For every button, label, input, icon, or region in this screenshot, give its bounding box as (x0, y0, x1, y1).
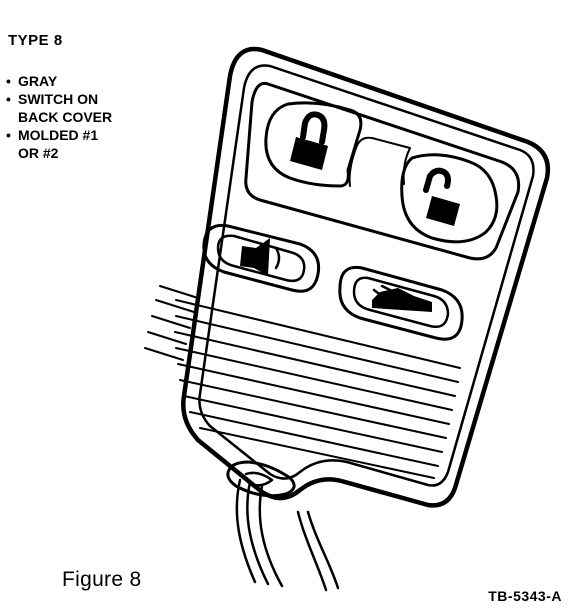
unlock-button[interactable] (400, 153, 499, 244)
grip-ridges (174, 299, 461, 479)
fob-face (198, 64, 535, 487)
lock-icon (290, 111, 328, 170)
note-molded-cont: OR #2 (18, 145, 59, 161)
figure-caption: Figure 8 (62, 568, 142, 591)
side-ridges (144, 285, 199, 361)
note-molded: MOLDED #1 (6, 126, 112, 144)
trunk-button[interactable] (338, 265, 464, 341)
keyring-hole (226, 460, 296, 498)
note-switch-cont: BACK COVER (18, 109, 113, 125)
lock-button[interactable] (264, 101, 363, 188)
fob-outer-shell (181, 46, 551, 508)
top-seam (348, 136, 411, 187)
note-color: GRAY (6, 72, 112, 90)
top-button-recess (244, 81, 521, 261)
car-trunk-icon (372, 284, 432, 312)
horn-icon (240, 238, 281, 276)
note-switch: SWITCH ON (6, 90, 112, 108)
figure-code: TB-5343-A (488, 588, 562, 604)
panic-button[interactable] (202, 223, 321, 293)
notes-list: GRAY SWITCH ON BACK COVER MOLDED #1 OR #… (6, 72, 112, 162)
unlock-icon (423, 167, 460, 226)
keyring-loop (244, 471, 274, 487)
diagram-title: TYPE 8 (8, 32, 63, 49)
